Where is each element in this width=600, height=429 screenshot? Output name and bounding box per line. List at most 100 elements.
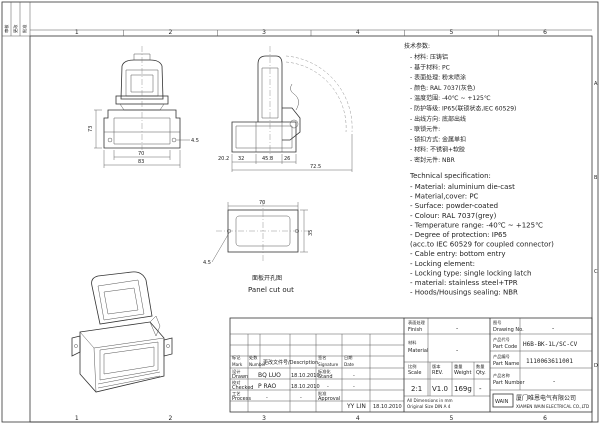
spec-en-line: (acc.to IEC 60529 for coupled connector) [410,241,554,249]
checked-date: 18.10.2010 [291,384,320,390]
side-revision-strip: 审核 更改 批准 [1,1,31,37]
spec-cn-line: - 材料: 不锈钢+软胶 [410,146,465,154]
part-code-label-en: Part Code [493,344,517,350]
scale-value: 2:1 [411,385,422,393]
material-label-en: Material [408,348,428,354]
dim-front-hole: 4.5 [191,138,199,144]
dim-panel-hole: 4.5 [203,260,211,266]
spec-cn-line: - 基于材料: PC [410,63,450,71]
stand-label-en: Stand [318,374,333,380]
side-label-approve: 批准 [21,25,28,33]
column-label-bottom: 2 [169,415,173,422]
company-logo: WAIN [495,399,509,405]
company-name-cn: 厦门唯恩电气有限公司 [516,394,576,402]
column-label: 6 [543,29,547,36]
panel-cut-out-view: 70 35 4.5 面板开孔图 Panel cut out [203,200,314,294]
drawn-label-en: Drawn [232,374,248,380]
part-name-label-en: Part Name [493,361,519,367]
part-code-label-cn: 产品代号 [493,336,510,343]
row-label: B [594,175,598,181]
panel-caption-en: Panel cut out [248,286,294,294]
spec-cn-title: 技术参数: [404,42,430,50]
spec-en-line: - Surface: powder-coated [410,202,498,210]
spec-cn-line: - 防护等级: IP65(联锁状态,IEC 60529) [410,105,516,113]
rev-header-date-cn: 日期 [344,355,352,361]
material-value: - [456,347,458,354]
rev-value: V1.0 [432,385,448,393]
weight-label-cn: 重量 [454,363,462,370]
drawn-date: 18.10.2010 [291,373,320,379]
rev-header-signature-cn: 签名 [318,354,326,361]
checked-extra-2: - [353,384,355,390]
side-view: 20.2 32 45.8 26 72.5 [218,46,353,172]
part-number-label-cn: 产品名称 [493,372,510,379]
drawn-name: BQ LUO [258,372,281,379]
spec-cn-line: - 出线方向: 底部出线 [410,115,466,123]
row-label: A [594,81,598,87]
checked-label-cn: 校对 [232,379,240,386]
dim-front-inner-width: 70 [138,151,144,157]
approval-date: 18.10.2010 [373,404,402,410]
spec-cn-block: 技术参数: - 材料: 压铸铝- 基于材料: PC- 表面处理: 粉末喷涂- 颜… [404,42,516,164]
column-label: 4 [356,29,360,36]
rev-header-date-en: Date [344,362,354,367]
checked-name: P RAO [258,383,276,390]
units-note-line2: Original Size DIN A 4 [407,404,451,409]
spec-en-line: - Locking type: single locking latch [410,269,531,277]
column-label: 1 [75,29,79,36]
process-date: - [300,395,302,401]
process-label-en: Process [232,396,251,402]
stand-value: - [353,373,355,379]
dim-side-3: 45.8 [262,156,273,162]
spec-en-block: Technical specification: - Material: alu… [409,172,554,297]
spec-en-line: - Degree of protection: IP65 [410,231,507,239]
column-label: 3 [262,29,266,36]
drawing-no-value: - [552,325,554,332]
units-note-line1: All Dimensions in mm [407,398,453,403]
part-code-value: H6B-BK-1L/SC-CV [523,341,578,348]
column-ticks [123,30,499,36]
qty-label-en: Qty. [476,370,486,376]
rev-header-signature-en: Signature [318,362,339,367]
part-number-value: - [553,378,555,385]
column-label-bottom: 5 [450,415,454,422]
column-label-bottom: 4 [356,415,360,422]
spec-en-line: - Hoods/Housings sealing: NBR [410,289,518,297]
scale-label-en: Scale [408,370,421,376]
qty-value: - [479,385,482,393]
spec-cn-line: - 温度范围: -40℃ ~ +125℃ [410,94,491,102]
company-logo-box [492,393,514,408]
column-label-bottom: 6 [543,415,547,422]
drawing-no-label-en: Drawing No. [493,327,524,333]
company-name-en: XIAMEN WAIN ELECTRICAL CO.,LTD [516,404,589,409]
column-label-bottom: 1 [75,415,79,422]
spec-cn-line: - 颜色: RAL 7037(灰色) [410,84,475,92]
spec-cn-line: - 锁扣方式: 金属单扣 [410,135,466,143]
rev-header-description: 更改文件号/Description [263,359,318,366]
rev-header-mark-en: Mark [232,362,243,367]
finish-value: - [456,325,458,332]
dim-side-5: 72.5 [310,164,321,170]
row-label: D [594,363,598,369]
checked-label-en: Checked [232,385,253,391]
side-label-change: 更改 [12,24,19,33]
column-label: 5 [450,29,454,36]
column-label: 2 [169,29,173,36]
side-label-review: 审核 [3,24,10,33]
checked-extra-1: - [327,384,329,390]
drawn-label-cn: 设计 [232,368,240,375]
spec-cn-line: - 材料: 压铸铝 [410,53,448,61]
rev-label-en: REV. [432,370,443,376]
finish-label-cn: 表面处理 [408,319,426,326]
spec-en-line: - Temperature range: -40℃ ~ +125℃ [410,221,543,229]
qty-label-cn: 数量 [476,363,484,370]
spec-en-title: Technical specification: [409,172,491,180]
dim-side-2: 32 [238,156,244,162]
weight-value: 169g [454,385,472,393]
approval-label-en: Approval [318,396,340,402]
rev-label-cn: 版本 [432,363,441,370]
title-block: 标记 处数 更改文件号/Description 签名 日期 Mark Numbe… [229,317,593,413]
